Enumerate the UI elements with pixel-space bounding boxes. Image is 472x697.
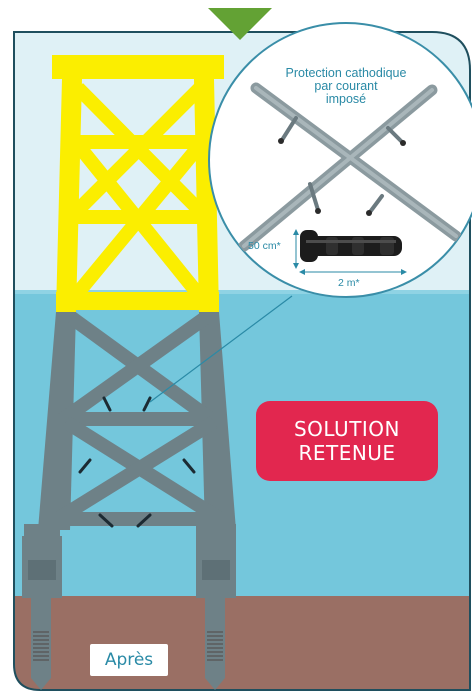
down-arrow-icon (208, 8, 272, 40)
anodes (78, 396, 196, 528)
length-label: 2 m* (338, 277, 360, 289)
jacket-structure (22, 55, 236, 690)
after-label: Après (90, 644, 168, 676)
structure-above-water (52, 55, 224, 312)
zoom-detail (208, 22, 472, 298)
piles (31, 598, 225, 678)
height-label: 50 cm* (248, 240, 281, 252)
dimension-markers (293, 229, 407, 275)
badge-line1: SOLUTION (293, 417, 401, 441)
badge-line2: RETENUE (298, 441, 396, 465)
zoom-title-line3: imposé (325, 92, 367, 106)
zoom-title: Protection cathodique par courant imposé (262, 67, 430, 106)
leader-line (149, 295, 293, 403)
solution-badge: SOLUTION RETENUE (256, 401, 438, 481)
panel-border (13, 31, 471, 691)
zoom-title-line1: Protection cathodique (285, 66, 407, 80)
zoom-title-line2: par courant (314, 79, 378, 93)
seabed (14, 596, 470, 690)
structure-below-water (22, 312, 236, 598)
anode-detail (300, 230, 402, 262)
